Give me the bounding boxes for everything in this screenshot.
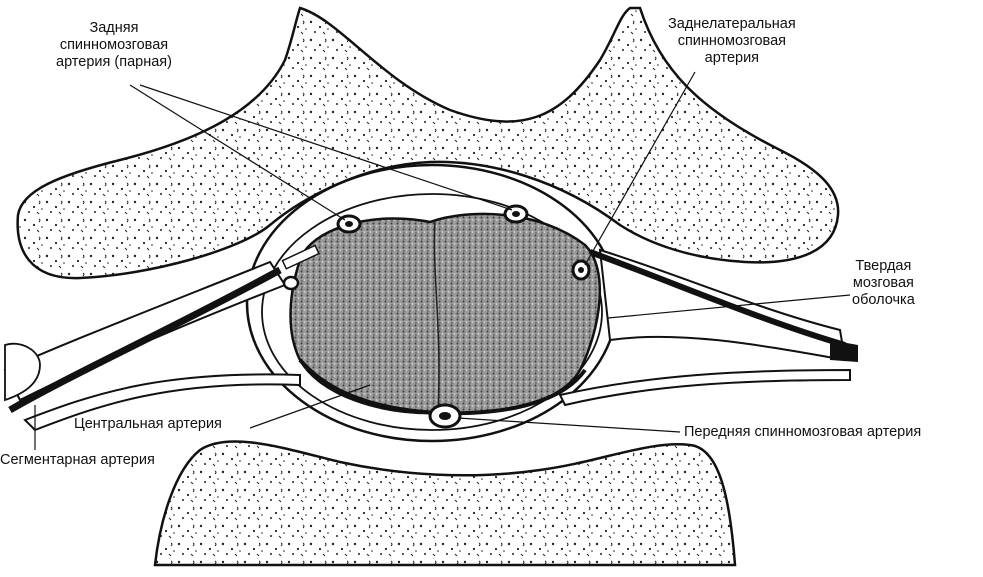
dura-mater-label: Твердая мозговая оболочка xyxy=(852,258,915,308)
right-vessel xyxy=(588,249,846,348)
left-nerve-tip xyxy=(4,342,41,402)
segmental-artery-label: Сегментарная артерия xyxy=(0,452,155,468)
central-artery-label: Центральная артерия xyxy=(74,416,222,432)
left-lower-band xyxy=(23,373,301,432)
posterior-median-sulcus xyxy=(433,221,440,413)
lower-vertebra xyxy=(153,440,737,567)
posterior-spinal-artery-left xyxy=(336,214,362,234)
posterior-spinal-artery-label: Задняя спинномозговая артерия (парная) xyxy=(56,20,172,70)
anterior-spinal-artery-label: Передняя спинномозговая артерия xyxy=(684,424,922,440)
right-nerve-tip xyxy=(830,340,858,362)
segmental-artery-vessel xyxy=(8,266,282,414)
anterior-spinal-artery xyxy=(428,403,462,429)
left-rootlet-artery xyxy=(281,244,320,291)
upper-vertebra xyxy=(16,6,840,280)
posterolateral-spinal-artery xyxy=(571,259,591,281)
spinal-cord xyxy=(289,212,602,415)
right-lower-band xyxy=(558,368,851,407)
leader-lines xyxy=(34,71,851,450)
posterolateral-spinal-artery-label: Заднелатеральная спинномозговая артерия xyxy=(668,16,796,66)
